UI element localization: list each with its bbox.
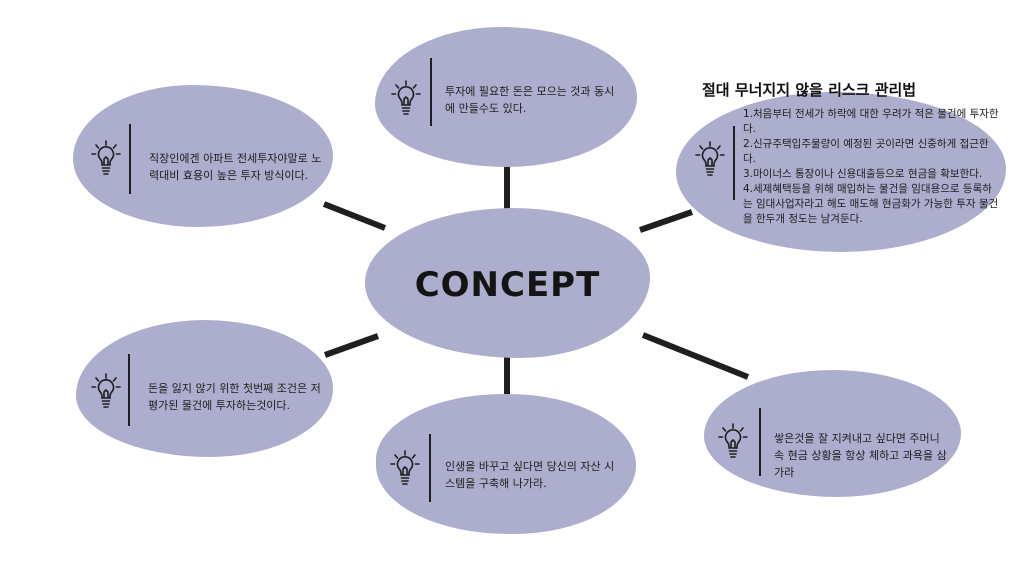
- connector-upper-right: [639, 209, 693, 233]
- node-lower-right-text: 쌓은것을 잘 지켜내고 싶다면 주머니 속 현금 상황을 항상 체하고 과욕을 …: [774, 432, 947, 479]
- node-bottom-divider: [429, 434, 431, 502]
- node-top-divider: [430, 58, 432, 126]
- node-lower-right-divider: [759, 408, 761, 476]
- lightbulb-icon: [390, 450, 420, 485]
- list-item: 3.마이너스 통장이나 신용대출등으로 현금을 확보한다.: [743, 168, 983, 180]
- lightbulb-icon: [391, 80, 421, 115]
- node-upper-left-divider: [129, 124, 131, 194]
- connector-lower-right: [641, 332, 750, 380]
- lightbulb-icon: [91, 373, 121, 408]
- list-item: 2.신규주택입주물량이 예정된 곳이라면 신중하게 접근한다.: [743, 138, 989, 165]
- node-top-bubble: [375, 27, 637, 167]
- node-lower-left-divider: [128, 354, 130, 426]
- node-lower-left-text: 돈을 잃지 않기 위한 첫번째 조건은 저평가된 물건에 투자하는것이다.: [148, 382, 321, 412]
- lightbulb-icon: [91, 140, 121, 175]
- center-concept-bubble: CONCEPT: [365, 208, 650, 358]
- node-upper-left-bubble: [73, 85, 333, 227]
- connector-upper-left: [322, 201, 387, 231]
- connector-lower-left: [323, 333, 380, 358]
- node-upper-left-text: 직장인에겐 아파트 전세투자야말로 노력대비 효용이 높은 투자 방식이다.: [149, 152, 322, 182]
- node-upper-right-bubble: [676, 92, 1006, 252]
- node-bottom-text: 인생을 바꾸고 싶다면 당신의 자산 시스템을 구축해 나가라.: [445, 460, 615, 490]
- list-item: 1.처음부터 전세가 하락에 대한 우려가 적은 물건에 투자한다.: [743, 108, 999, 135]
- risk-management-heading: 절대 무너지지 않을 리스크 관리법: [702, 81, 917, 99]
- list-item: 4.세제혜택등을 위해 매입하는 물건을 임대용으로 등록하는 임대사업자라고 …: [743, 183, 999, 225]
- node-upper-right-divider: [733, 126, 735, 200]
- node-lower-right-bubble: [704, 370, 961, 497]
- lightbulb-icon: [695, 141, 725, 176]
- node-top-text: 투자에 필요한 돈은 모으는 것과 동시에 만들수도 있다.: [445, 85, 615, 115]
- center-concept-label: CONCEPT: [414, 265, 601, 305]
- node-lower-left-bubble: [76, 320, 333, 457]
- lightbulb-icon: [718, 423, 748, 458]
- risk-management-list: 1.처음부터 전세가 하락에 대한 우려가 적은 물건에 투자한다. 2.신규주…: [743, 107, 1001, 227]
